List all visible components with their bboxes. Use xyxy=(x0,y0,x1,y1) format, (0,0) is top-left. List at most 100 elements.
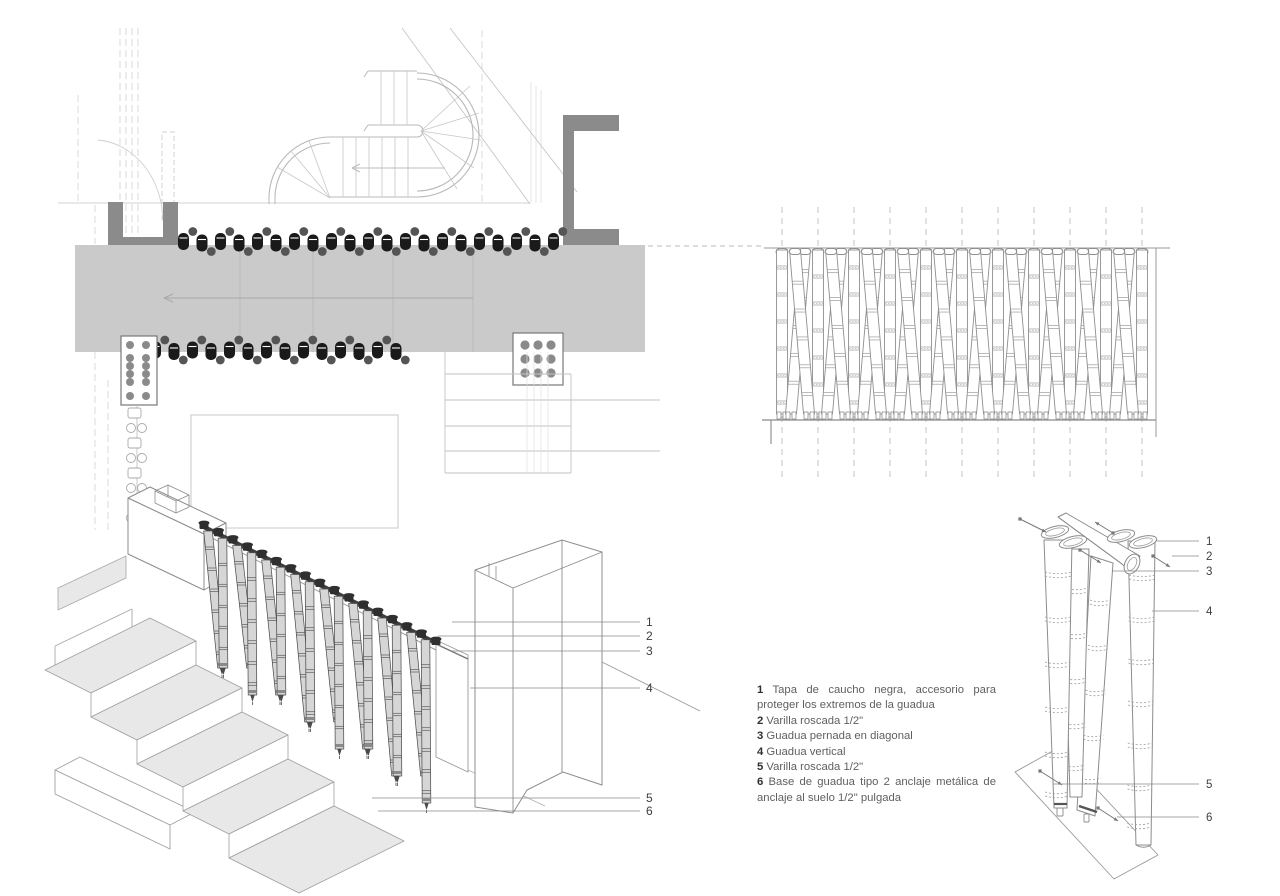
node-band xyxy=(1128,574,1156,578)
pole-foot xyxy=(821,411,827,420)
bamboo-bolt-dot xyxy=(484,227,494,236)
bamboo-bolt-dot xyxy=(326,355,336,365)
node-band xyxy=(1128,658,1154,662)
plate-bolt xyxy=(520,368,530,378)
tube-mouth-inner xyxy=(1126,557,1138,571)
rubber-cap-body xyxy=(286,567,296,573)
bamboo-bolt-dot xyxy=(502,247,512,256)
node-band xyxy=(1044,665,1070,669)
node-band xyxy=(1063,632,1088,636)
door-swing-arc xyxy=(97,139,164,222)
node-band xyxy=(1127,784,1152,788)
callout-number: 1 xyxy=(646,615,653,629)
stair-inner-arc xyxy=(416,78,474,192)
bamboo-bolt-dot xyxy=(225,227,235,236)
node-band xyxy=(1085,689,1106,693)
ramp-arrow-head xyxy=(163,297,174,303)
rubber-cap-top xyxy=(198,520,210,526)
node-band xyxy=(1087,644,1108,648)
upper-walkway xyxy=(57,555,127,611)
pole-foot xyxy=(989,411,995,420)
node-band xyxy=(1044,616,1071,620)
pole-foot xyxy=(965,411,971,420)
rubber-cap-body xyxy=(417,632,426,638)
node-band xyxy=(1085,693,1106,697)
pole-foot xyxy=(1001,411,1007,420)
stair-arrow-head xyxy=(351,163,361,169)
bamboo-pole-cap xyxy=(825,248,837,255)
rubber-cap-top xyxy=(227,535,239,540)
construction-diagonal xyxy=(449,27,578,193)
plate-bolt xyxy=(126,341,134,349)
plate-bolt xyxy=(520,354,530,364)
legend-item: 1 Tapa de caucho negra, accesorio para p… xyxy=(757,683,996,714)
bamboo-cut-capsule xyxy=(344,234,356,252)
node-band xyxy=(1127,746,1153,750)
fitting-circle xyxy=(137,453,147,463)
pole-foot xyxy=(1061,411,1067,420)
plate-bolt xyxy=(533,368,543,378)
node-band xyxy=(1127,822,1151,826)
pole-bottom-arc xyxy=(1135,844,1152,848)
bamboo-cut-capsule xyxy=(511,233,522,250)
bamboo-bolt-dot xyxy=(539,247,549,256)
column-top-edge xyxy=(512,551,603,589)
pole-base-band xyxy=(219,663,228,666)
bamboo-pole-vertical xyxy=(848,249,860,415)
back-panel xyxy=(435,639,469,773)
plate-bolt xyxy=(546,354,556,364)
tube-lower-edge xyxy=(1057,516,1123,565)
bamboo-pole xyxy=(304,581,316,723)
node-band xyxy=(1127,700,1154,704)
bamboo-pole xyxy=(391,624,403,777)
bamboo-cut-capsule xyxy=(252,233,263,250)
stair-arrow-head xyxy=(351,167,361,173)
rod-arrow-tail xyxy=(1038,769,1042,773)
rubber-cap-body xyxy=(228,538,238,544)
pole-foot xyxy=(911,411,917,420)
bamboo-cut-capsule xyxy=(242,343,254,360)
legend-item: 4 Guadua vertical xyxy=(757,745,996,760)
pole-base-band xyxy=(422,798,431,801)
legend-item-number: 2 xyxy=(757,714,764,727)
pole-anchor-tip xyxy=(337,749,342,756)
node-band xyxy=(1061,726,1086,730)
stair-tread xyxy=(420,130,482,141)
fitting-circle xyxy=(126,483,136,493)
bamboo-bolt-dot xyxy=(197,335,207,345)
plate-bolt xyxy=(533,340,543,350)
callout-number: 4 xyxy=(1206,606,1213,618)
bamboo-cut-capsule xyxy=(326,233,337,250)
plate-bolt xyxy=(142,392,150,400)
bamboo-bolt-dot xyxy=(271,335,281,345)
bamboo-cut-capsule xyxy=(270,234,282,252)
stair-tread xyxy=(420,85,471,132)
node-band xyxy=(1044,755,1069,759)
stair-outer-arc xyxy=(268,136,331,199)
node-band xyxy=(1044,710,1070,714)
node-band xyxy=(1089,599,1111,603)
bamboo-pole xyxy=(1043,539,1073,809)
node-band xyxy=(1044,571,1072,575)
construction-diagonal xyxy=(401,27,531,205)
bamboo-bolt-dot xyxy=(410,227,420,236)
bamboo-bolt-dot xyxy=(345,335,355,345)
rubber-cap-rim xyxy=(1063,537,1083,547)
pole-foot xyxy=(881,411,887,420)
bamboo-cut-capsule xyxy=(187,341,198,359)
pole-base-band xyxy=(335,744,344,747)
stair-tread xyxy=(308,140,331,199)
rubber-cap xyxy=(1128,535,1158,549)
legend-item-text: Tapa de caucho negra, accesorio para pro… xyxy=(757,684,996,712)
rod-arrow xyxy=(1019,518,1047,533)
tube-mouth xyxy=(1123,553,1141,575)
fitting-outline xyxy=(127,467,142,479)
legend-item-text: Base de guadua tipo 2 anclaje metálica d… xyxy=(757,776,996,804)
plate-bolt xyxy=(142,362,150,370)
stair-rail-hook xyxy=(363,124,369,132)
rubber-cap-top xyxy=(329,585,340,591)
rubber-cap-body xyxy=(359,603,368,609)
rubber-cap-body xyxy=(388,618,397,624)
rubber-cap-rim xyxy=(1133,537,1153,547)
